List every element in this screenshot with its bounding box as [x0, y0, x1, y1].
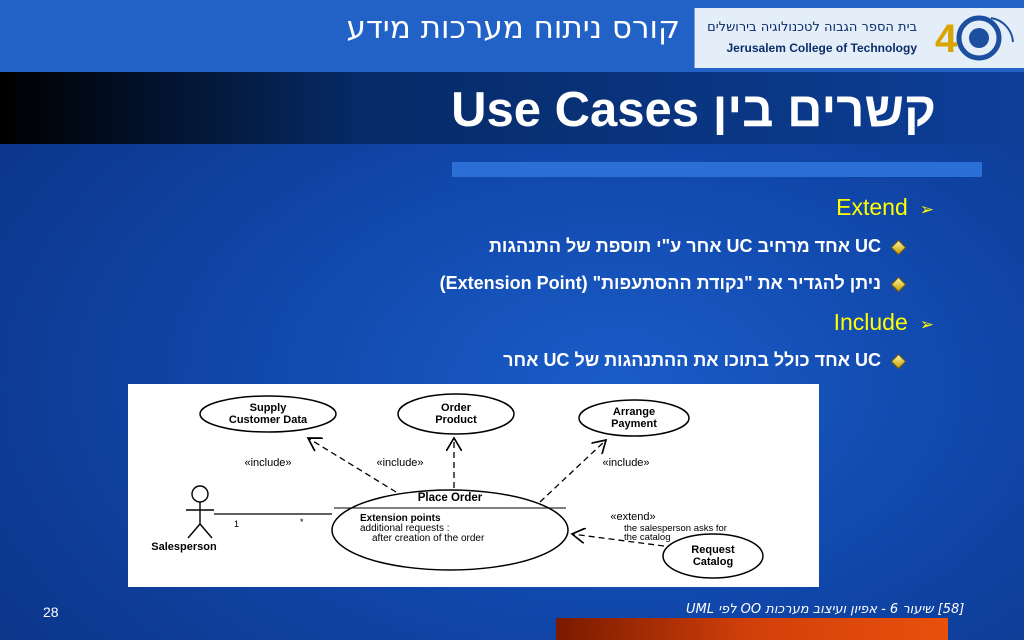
sub-bullet: UC אחד כולל בתוכו את ההתנהגות של UC אחר: [503, 350, 907, 371]
extension-points-label: Extension points: [360, 513, 441, 524]
use-case-diagram: Supply Customer Data Order Product Arran…: [128, 384, 819, 587]
use-case-diagram-svg: Supply Customer Data Order Product Arran…: [151, 393, 764, 579]
use-case-label: Order: [441, 402, 472, 414]
bullet-arrow-icon: ➢: [919, 200, 934, 219]
footer-source: [58] שיעור 6 - אפיון ועיצוב מערכות OO לפ…: [686, 602, 965, 617]
actor-label: Salesperson: [151, 541, 217, 553]
use-case-label: Product: [435, 414, 477, 426]
use-case-label: Place Order: [418, 492, 483, 504]
sub-bullet: ניתן להגדיר את "נקודת ההסתעפות" (Extensi…: [439, 273, 907, 294]
extend-label: «extend»: [610, 511, 655, 523]
bullet-arrow-icon: ➢: [919, 315, 934, 334]
extend-note: the catalog: [624, 532, 670, 543]
top-bar: קורס ניתוח מערכות מידע בית הספר הגבוה לט…: [0, 0, 1024, 72]
include-label: «include»: [602, 457, 649, 469]
logo-hebrew-text: בית הספר הגבוה לטכנולוגיה בירושלים: [707, 20, 917, 35]
course-title: קורס ניתוח מערכות מידע: [346, 10, 680, 46]
diamond-bullet-icon: [890, 239, 907, 256]
use-case-label: Arrange: [613, 406, 655, 418]
college-logo: בית הספר הגבוה לטכנולוגיה בירושלים Jerus…: [694, 8, 1024, 68]
bullet-text: UC אחד כולל בתוכו את ההתנהגות של UC אחר: [503, 350, 881, 370]
multiplicity-label: 1: [234, 519, 239, 529]
bullet-text: Include: [833, 309, 908, 335]
bullet-text: ניתן להגדיר את "נקודת ההסתעפות" (Extensi…: [439, 273, 881, 293]
footer-accent-bar: [556, 618, 948, 640]
use-case-arrange-payment: [578, 399, 690, 437]
bullet-text: Extend: [836, 194, 908, 220]
diamond-bullet-icon: [890, 353, 907, 370]
extend-arrow: [572, 534, 665, 547]
extension-point-text: after creation of the order: [372, 533, 485, 544]
include-label: «include»: [376, 457, 423, 469]
use-case-request-catalog: [662, 533, 764, 579]
use-case-supply-customer-data: [199, 395, 337, 433]
actor-icon: [186, 485, 214, 539]
title-underline: [452, 162, 982, 177]
diamond-bullet-icon: [890, 276, 907, 293]
bullet-text: UC אחד מרחיב UC אחר ע"י תוספת של התנהגות: [489, 236, 881, 256]
include-arrow: [539, 440, 606, 503]
use-case-label: Supply: [250, 402, 288, 414]
bullet-extend: ➢ Extend: [836, 194, 934, 221]
bullet-include: ➢ Include: [834, 309, 934, 336]
use-case-label: Customer Data: [229, 414, 308, 426]
extend-note: the salesperson asks for: [624, 523, 727, 534]
use-case-label: Catalog: [693, 556, 733, 568]
svg-text:4: 4: [935, 17, 958, 61]
use-case-place-order: [331, 489, 569, 571]
page-number: 28: [43, 604, 59, 620]
use-case-label: Payment: [611, 418, 657, 430]
slide-title: קשרים בין Use Cases: [451, 83, 936, 137]
sub-bullet: UC אחד מרחיב UC אחר ע"י תוספת של התנהגות: [489, 236, 907, 257]
college-emblem-icon: 4: [935, 15, 1014, 61]
extension-point-text: additional requests :: [360, 523, 450, 534]
use-case-order-product: [397, 393, 515, 435]
include-arrow: [308, 438, 397, 493]
include-label: «include»: [244, 457, 291, 469]
use-case-label: Request: [691, 544, 735, 556]
multiplicity-label: *: [300, 517, 304, 527]
logo-english-text: Jerusalem College of Technology: [726, 41, 918, 55]
title-band: [0, 72, 1024, 144]
